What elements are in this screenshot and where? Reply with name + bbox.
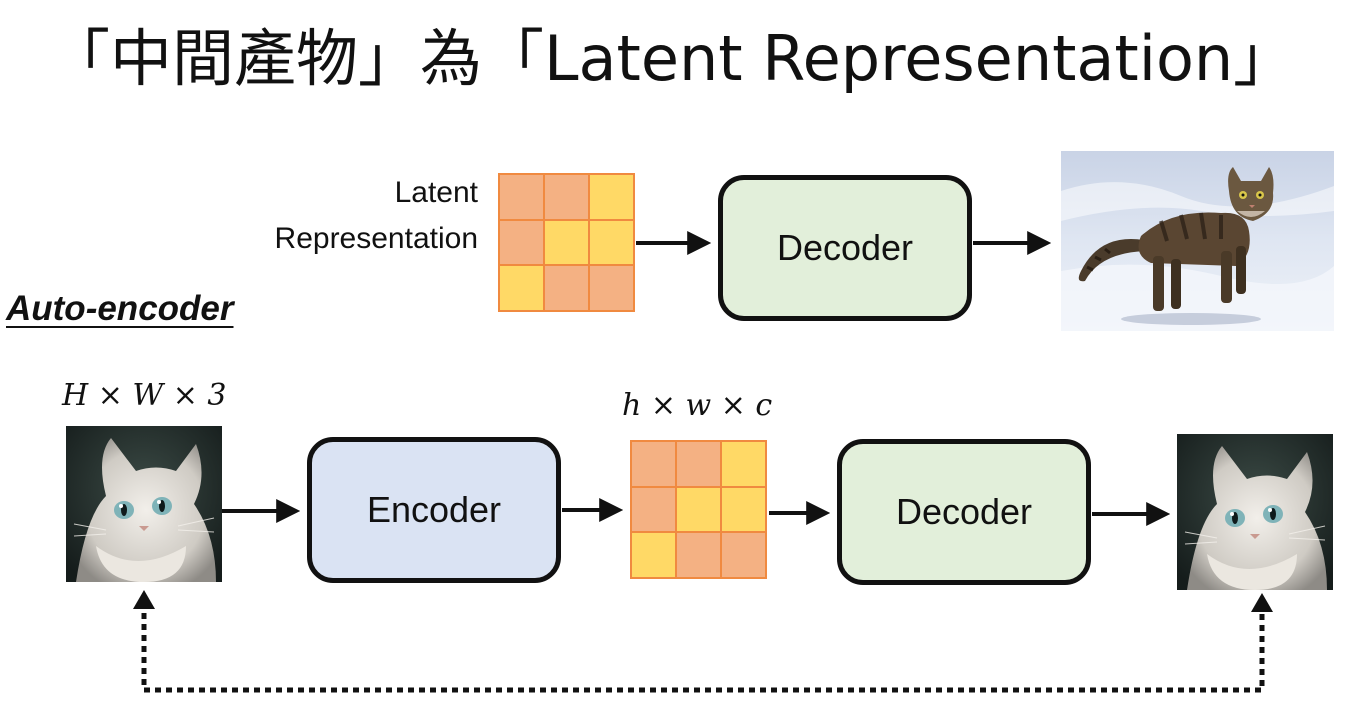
slide-title: 「中間產物」為「Latent Representation」 bbox=[48, 22, 1296, 95]
latent-grid-cell bbox=[721, 486, 766, 533]
dotted-loop-arrowhead-right bbox=[1251, 593, 1273, 612]
latent-grid-cell bbox=[721, 441, 766, 487]
latent-grid-cell bbox=[544, 265, 589, 311]
output-cat-image bbox=[1177, 434, 1333, 590]
latent-grid-cell bbox=[499, 174, 544, 220]
encoder-label: Encoder bbox=[366, 489, 502, 530]
latent-grid-cell bbox=[544, 174, 589, 220]
latent-grid-cell bbox=[499, 265, 544, 311]
fluffy-cat-portrait-icon bbox=[66, 426, 222, 582]
latent-grid-cell bbox=[676, 532, 721, 578]
latent-grid-cell bbox=[631, 532, 676, 578]
encoder-box: Encoder bbox=[307, 437, 561, 583]
auto-encoder-section-label: Auto-encoder bbox=[6, 289, 234, 328]
latent-grid-cell bbox=[721, 532, 766, 578]
latent-representation-label: Latent Representation bbox=[210, 170, 478, 262]
fluffy-cat-reconstructed-icon bbox=[1177, 434, 1333, 590]
decoder-label-top: Decoder bbox=[776, 227, 914, 268]
latent-grid-cell bbox=[589, 174, 634, 220]
cat-snow-image bbox=[1061, 151, 1334, 331]
latent-grid-cell bbox=[544, 219, 589, 266]
input-cat-image bbox=[66, 426, 222, 582]
latent-label-line2: Representation bbox=[274, 222, 478, 255]
latent-dims-label: h × w × c bbox=[622, 388, 773, 423]
latent-grid-cell bbox=[589, 219, 634, 266]
decoder-box-top: Decoder bbox=[718, 175, 972, 321]
latent-grid-cell bbox=[676, 441, 721, 487]
latent-grid-cell bbox=[499, 219, 544, 266]
input-dims-label: H × W × 3 bbox=[62, 378, 227, 413]
dotted-loop-arrowhead-left bbox=[133, 590, 155, 609]
latent-label-line1: Latent bbox=[394, 176, 478, 209]
latent-grid-bottom bbox=[630, 440, 767, 579]
latent-grid-cell bbox=[589, 265, 634, 311]
dotted-reconstruction-loop bbox=[141, 602, 1265, 693]
latent-grid-cell bbox=[631, 486, 676, 533]
latent-grid-top bbox=[498, 173, 635, 312]
latent-grid-cell bbox=[631, 441, 676, 487]
latent-grid-cell bbox=[676, 486, 721, 533]
decoder-label-bottom: Decoder bbox=[895, 491, 1033, 532]
cat-snow-photo-icon bbox=[1061, 151, 1334, 331]
decoder-box-bottom: Decoder bbox=[837, 439, 1091, 585]
